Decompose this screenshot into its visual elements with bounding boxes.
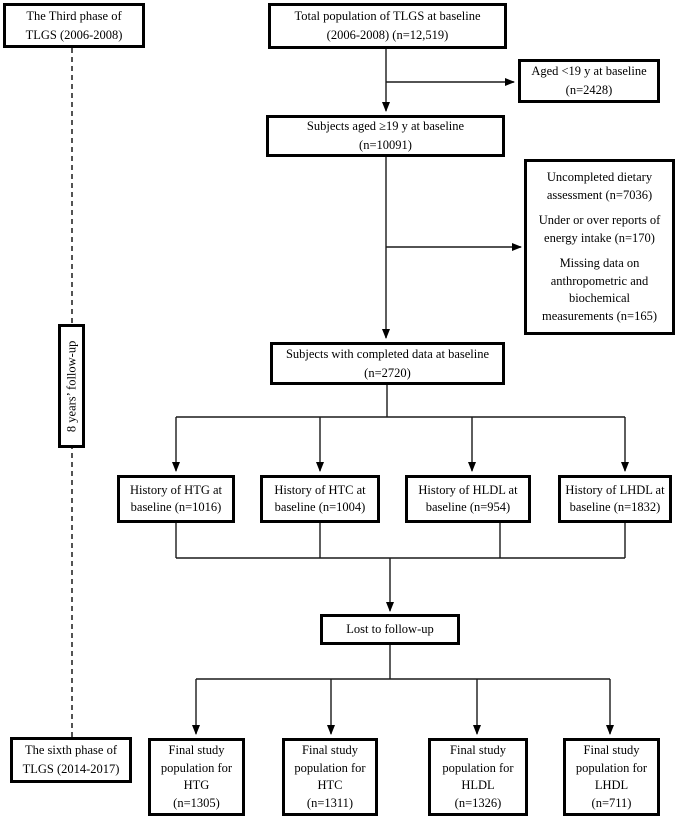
- box-completed-data: Subjects with completed data at baseline…: [270, 342, 505, 385]
- aged-19-plus-label: Subjects aged ≥19 y at baseline(n=10091): [306, 119, 465, 152]
- box-aged-under-19: Aged <19 y at baseline(n=2428): [518, 59, 660, 103]
- box-total-population: Total population of TLGS at baseline(200…: [268, 3, 507, 49]
- lost-followup-label: Lost to follow-up: [346, 622, 434, 637]
- followup-period-label: 8 years’ follow-up: [64, 340, 79, 432]
- aged-under-19-label: Aged <19 y at baseline(n=2428): [531, 64, 647, 97]
- total-population-label: Total population of TLGS at baseline(200…: [294, 9, 481, 42]
- box-followup-period: 8 years’ follow-up: [58, 324, 85, 448]
- box-aged-19-plus: Subjects aged ≥19 y at baseline(n=10091): [266, 115, 505, 157]
- completed-data-label: Subjects with completed data at baseline…: [285, 346, 490, 380]
- box-lost-followup: Lost to follow-up: [320, 614, 460, 645]
